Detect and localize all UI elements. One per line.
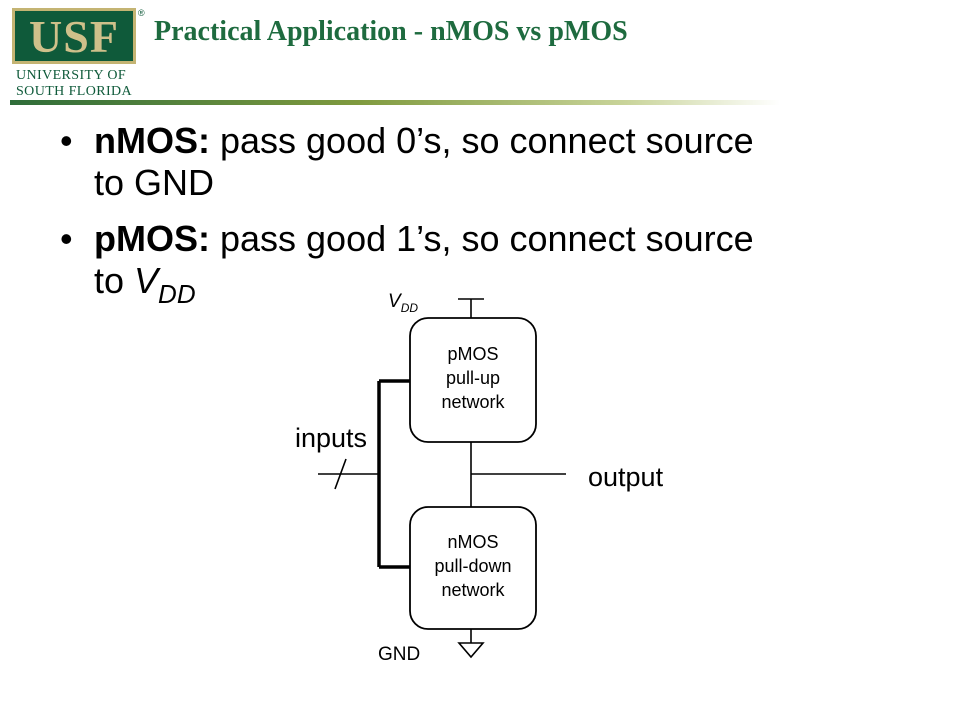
nmos-label: nMOS [447,532,498,552]
bullet-pmos: • pMOS: pass good 1’s, so connect source… [60,218,900,315]
title-divider [10,100,780,105]
bullet-marker: • [60,218,73,259]
inputs-label: inputs [295,423,367,453]
bullet-list: • nMOS: pass good 0’s, so connect source… [60,120,900,329]
bullet-pmos-vdd-var: V [134,260,159,301]
bullet-nmos: • nMOS: pass good 0’s, so connect source… [60,120,900,204]
pmos-label-line2: pull-up [446,368,500,388]
logo-trademark: ® [138,8,145,18]
slide-title: Practical Application - nMOS vs pMOS [154,16,628,47]
bullet-pmos-text: pass good 1’s, so connect source [209,218,754,259]
output-label: output [588,462,664,492]
vdd-label: VDD [388,291,418,315]
ground-symbol [457,642,485,659]
logo-letters: USF [29,11,119,62]
bullet-nmos-keyword: nMOS: [94,120,210,161]
nmos-label-line3: network [441,580,505,600]
bus-slash-mark [334,458,347,490]
nmos-label-line2: pull-down [434,556,511,576]
logo-subtitle-line1: UNIVERSITY OF [16,68,127,83]
bullet-pmos-text-line2: to [94,260,135,301]
pmos-label-line3: network [441,392,505,412]
pmos-label: pMOS [447,344,498,364]
usf-logo: USF ® UNIVERSITY OF SOUTH FLORIDA [12,8,145,100]
gnd-label: GND [378,644,420,665]
bullet-nmos-text: pass good 0’s, so connect source [209,120,754,161]
bullet-pmos-vdd-sub: DD [158,279,196,309]
logo-box: USF [12,8,136,64]
bullet-nmos-text-line2: to GND [94,162,215,203]
bullet-pmos-keyword: pMOS: [94,218,210,259]
bullet-marker: • [60,120,73,161]
logo-subtitle-line2: SOUTH FLORIDA [16,84,133,99]
